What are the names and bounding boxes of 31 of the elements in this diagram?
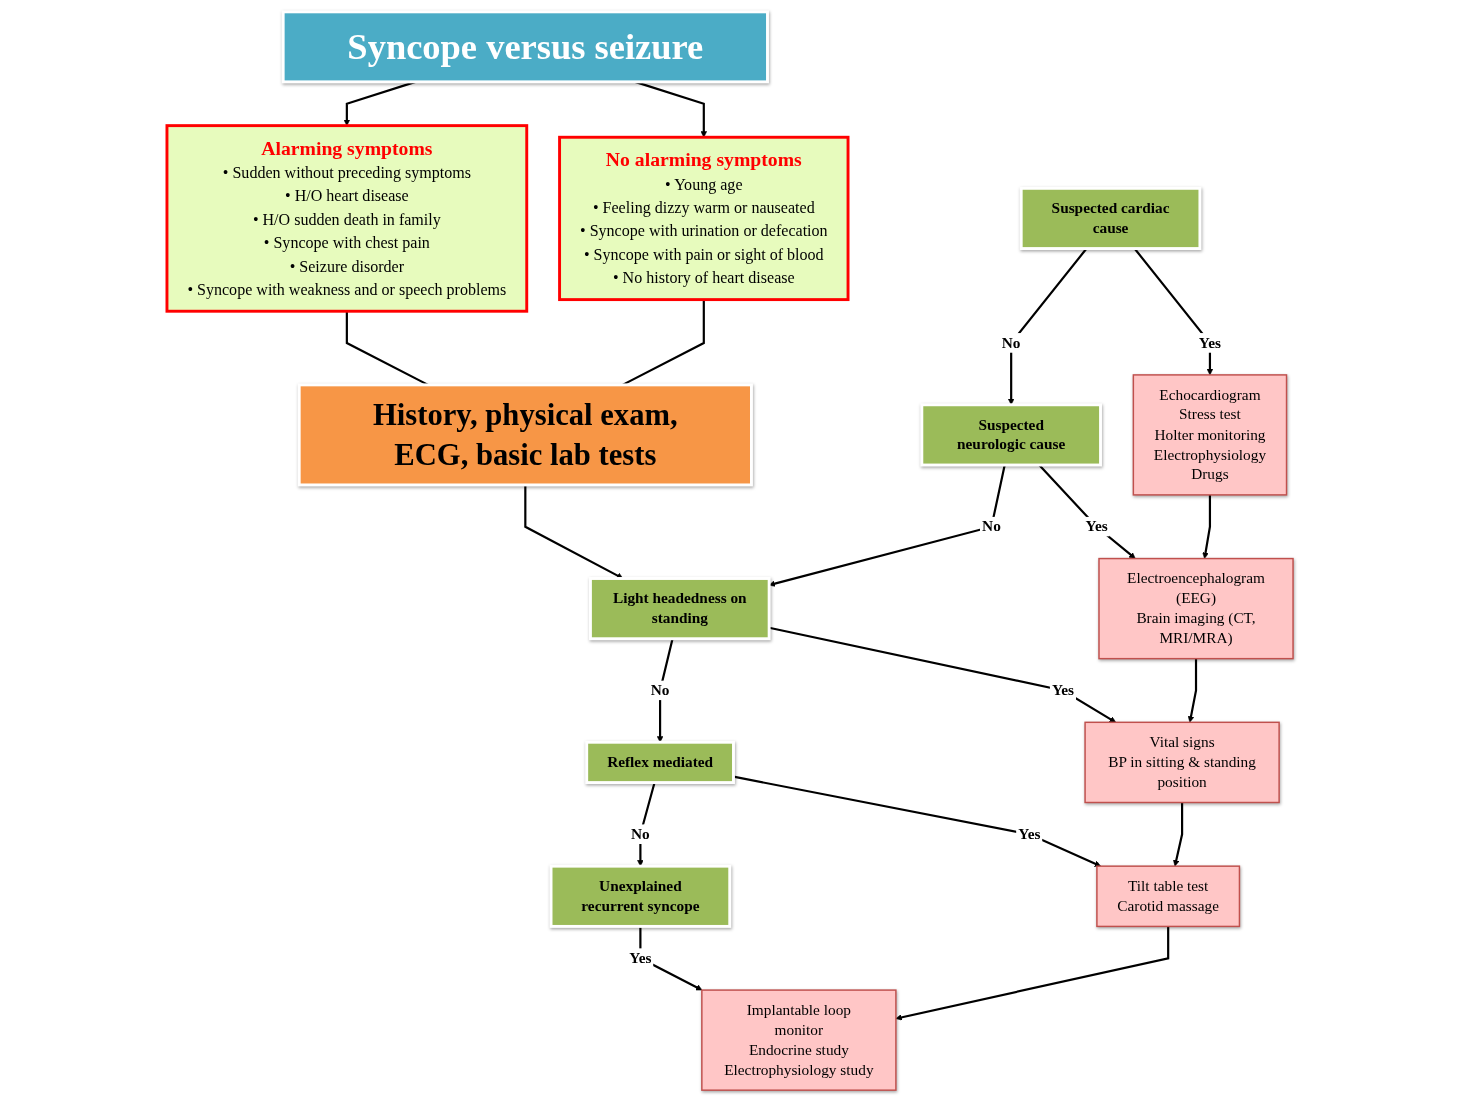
edge-label: Yes <box>1018 825 1041 843</box>
node-box: History, physical exam, ECG, basic lab tests <box>297 383 753 487</box>
node-box: Implantable loop monitor Endocrine study Electrophysiology study <box>701 989 897 1091</box>
arrow <box>895 926 1170 1021</box>
node-box: Unexplained recurrent syncope <box>549 864 732 928</box>
edge-label: No <box>982 517 1001 536</box>
arrow <box>656 638 674 743</box>
node-box: Alarming symptoms • Sudden without preceding symptoms • H/O heart disease • H/O sudden death in family • Syncope with chest pain • Seizure disorder • Syncope with weakness and or speech problems <box>165 124 529 313</box>
node-box: Suspected neurologic cause <box>920 403 1102 467</box>
edge-label: Yes <box>1085 517 1108 536</box>
node-box: Electroencephalogram (EEG) Brain imaging (CT, MRI/MRA) <box>1098 557 1294 660</box>
arrow <box>637 782 656 867</box>
node-box: Vital signs BP in sitting & standing position <box>1084 721 1280 804</box>
node-box: Tilt table test Carotid massage <box>1096 865 1241 928</box>
node-box: Syncope versus seizure <box>281 10 769 84</box>
edge-label: Yes <box>629 949 652 967</box>
arrow <box>1187 658 1198 723</box>
arrow <box>1202 494 1212 559</box>
edge-label: Yes <box>1051 681 1075 699</box>
arrow <box>524 484 624 579</box>
edge-label: No <box>1001 333 1021 352</box>
node-box: Reflex mediated <box>585 740 735 785</box>
node-box: No alarming symptoms • Young age • Feeling dizzy warm or nauseated • Syncope with urination or defecation • Syncope with pain or sight of blood • No history of heart disease <box>558 135 850 302</box>
arrow <box>733 775 1101 867</box>
edge-label: No <box>650 681 670 699</box>
node-box: Light headedness on standing <box>588 577 771 641</box>
arrow <box>1173 802 1184 867</box>
node-box: Suspected cardiac cause <box>1019 186 1202 250</box>
edge-label: No <box>631 825 650 843</box>
node-box: Echocardiogram Stress test Holter monitoring Electrophysiology Drugs <box>1132 374 1288 496</box>
edge-label: Yes <box>1198 333 1222 352</box>
